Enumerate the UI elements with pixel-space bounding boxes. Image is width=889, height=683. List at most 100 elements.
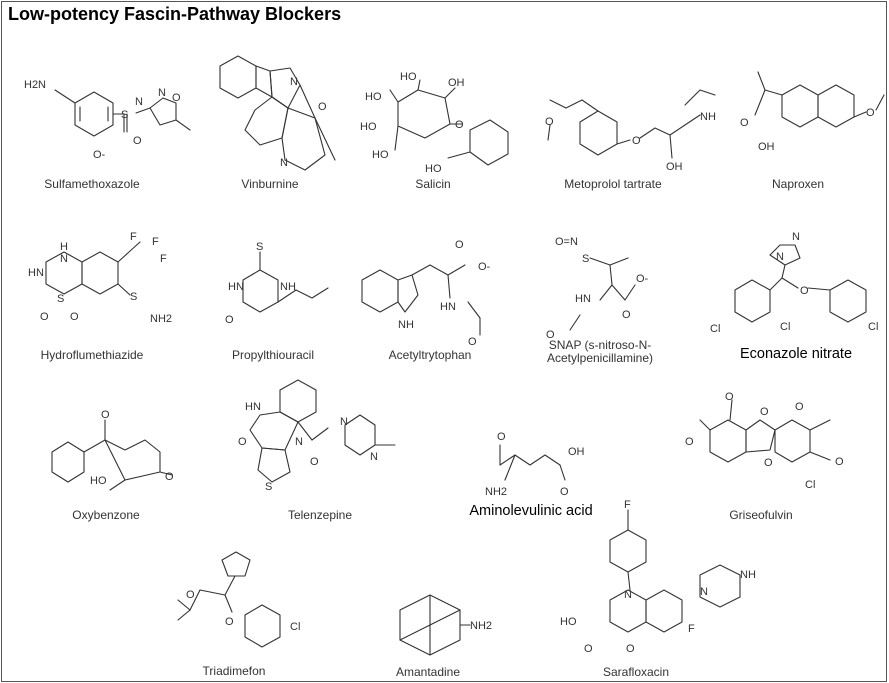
structure-salicin: HO HO HO OH O HO HO xyxy=(360,71,509,175)
structure-griseofulvin: O O O O O O Cl xyxy=(685,391,844,491)
structure-econazole: N N O Cl Cl Cl xyxy=(710,231,878,335)
atom-s: S xyxy=(256,241,263,253)
atom-o: O xyxy=(172,92,181,104)
atom-cl: Cl xyxy=(290,621,300,633)
atom-o: O xyxy=(546,329,555,341)
structure-metoprolol: O O NH OH xyxy=(545,89,716,173)
label-sarafloxacin: Sarafloxacin xyxy=(602,665,670,679)
atom-o-eq-n: O=N xyxy=(555,236,578,248)
atom-s: S xyxy=(121,109,128,121)
atom-n: N xyxy=(776,251,784,263)
label-griseofulvin: Griseofulvin xyxy=(729,508,793,522)
atom-o-minus: O- xyxy=(93,149,106,161)
structure-propylthiouracil: S HN NH O xyxy=(225,241,329,326)
atom-nh: NH xyxy=(398,319,414,331)
atom-o: O xyxy=(560,486,569,498)
atom-n: N xyxy=(792,231,800,243)
atom-o: O xyxy=(626,643,635,655)
structure-triadimefon: O O Cl xyxy=(177,551,300,648)
atom-f: F xyxy=(624,499,631,511)
atom-cl: Cl xyxy=(710,323,720,335)
label-aminolevulinic-acid: Aminolevulinic acid xyxy=(469,503,593,519)
atom-ho: HO xyxy=(400,71,417,83)
label-oxybenzone: Oxybenzone xyxy=(72,508,140,522)
atom-s: S xyxy=(130,291,137,303)
structure-acetyltryptophan: NH O O- HN O xyxy=(361,239,491,348)
atom-nh2: NH2 xyxy=(150,313,172,325)
atom-o: O xyxy=(101,409,110,421)
atom-o: O xyxy=(310,456,319,468)
atom-ho: HO xyxy=(365,91,382,103)
atom-f: F xyxy=(152,236,159,248)
label-acetyltrytophan: Acetyltrytophan xyxy=(388,348,472,362)
atom-o: O xyxy=(545,116,554,128)
structure-aminolevulinic-acid: O NH2 OH O xyxy=(485,431,585,498)
atom-oh: OH xyxy=(448,77,465,89)
atom-nh: NH xyxy=(740,569,756,581)
atom-nh: NH xyxy=(700,111,716,123)
atom-o: O xyxy=(632,135,641,147)
atom-n: N xyxy=(290,76,298,88)
atom-o: O xyxy=(225,314,234,326)
atom-o: O xyxy=(760,406,769,418)
atom-ho: HO xyxy=(360,121,377,133)
atom-s: S xyxy=(57,293,64,305)
structure-hydroflumethiazide: H N HN S O O S NH2 F F F xyxy=(28,231,172,325)
atom-oh: OH xyxy=(666,161,683,173)
atom-o: O xyxy=(225,616,234,628)
atom-cl: Cl xyxy=(868,321,878,333)
structure-amantadine: NH2 xyxy=(399,594,492,656)
atom-o: O xyxy=(725,391,734,403)
atom-ho: HO xyxy=(90,475,107,487)
atom-o: O xyxy=(318,101,327,113)
atom-o: O xyxy=(40,311,49,323)
atom-o: O xyxy=(497,431,506,443)
atom-hn: HN xyxy=(575,293,591,305)
atom-nh2: NH2 xyxy=(470,620,492,632)
atom-o: O xyxy=(835,456,844,468)
label-hydroflumethiazide: Hydroflumethiazide xyxy=(40,348,144,362)
atom-n: N xyxy=(295,436,303,448)
label-vinburnine: Vinburnine xyxy=(241,177,299,191)
atom-h: H xyxy=(60,241,68,253)
atom-oh: OH xyxy=(568,446,585,458)
label-metoprolol: Metoprolol tartrate xyxy=(564,177,662,191)
atom-n: N xyxy=(370,451,378,463)
structure-oxybenzone: O HO O xyxy=(51,409,174,491)
atom-n: N xyxy=(340,416,348,428)
atom-nh: NH xyxy=(280,281,296,293)
atom-nh2: NH2 xyxy=(485,486,507,498)
label-econazole: Econazole nitrate xyxy=(739,346,853,362)
atom-o: O xyxy=(740,117,749,129)
atom-o: O xyxy=(764,457,773,469)
structure-sulfamethoxazole: H2N S N O O- N O xyxy=(24,79,191,161)
label-snap: SNAP (s-nitroso-N-Acetylpenicillamine) xyxy=(546,338,654,365)
atom-o: O xyxy=(455,119,464,131)
atom-f: F xyxy=(688,623,695,635)
atom-ho: HO xyxy=(425,163,442,175)
atom-hn: HN xyxy=(28,267,44,279)
atom-o: O xyxy=(622,309,631,321)
atom-o: O xyxy=(238,436,247,448)
atom-f: F xyxy=(160,253,167,265)
atom-o: O xyxy=(685,436,694,448)
structure-sarafloxacin: F N N NH F HO O O xyxy=(560,499,756,655)
atom-o: O xyxy=(866,107,875,119)
atom-n: N xyxy=(280,157,288,169)
atom-o-minus: O- xyxy=(636,273,649,285)
atom-n: N xyxy=(135,96,143,108)
atom-cl: Cl xyxy=(780,321,790,333)
figure-title: Low-potency Fascin-Pathway Blockers xyxy=(8,4,342,24)
structure-snap: O=N S HN O O- O xyxy=(546,236,649,341)
label-sulfamethoxazole: Sulfamethoxazole xyxy=(44,177,140,191)
atom-o-minus: O- xyxy=(478,261,491,273)
atom-o: O xyxy=(165,471,174,483)
atom-n: N xyxy=(158,87,166,99)
atom-ho: HO xyxy=(372,149,389,161)
atom-o: O xyxy=(455,239,464,251)
atom-o: O xyxy=(795,401,804,413)
atom-f: F xyxy=(130,231,137,243)
label-salicin: Salicin xyxy=(415,177,451,191)
label-triadimefon: Triadimefon xyxy=(202,664,266,678)
atom-n: N xyxy=(700,586,708,598)
